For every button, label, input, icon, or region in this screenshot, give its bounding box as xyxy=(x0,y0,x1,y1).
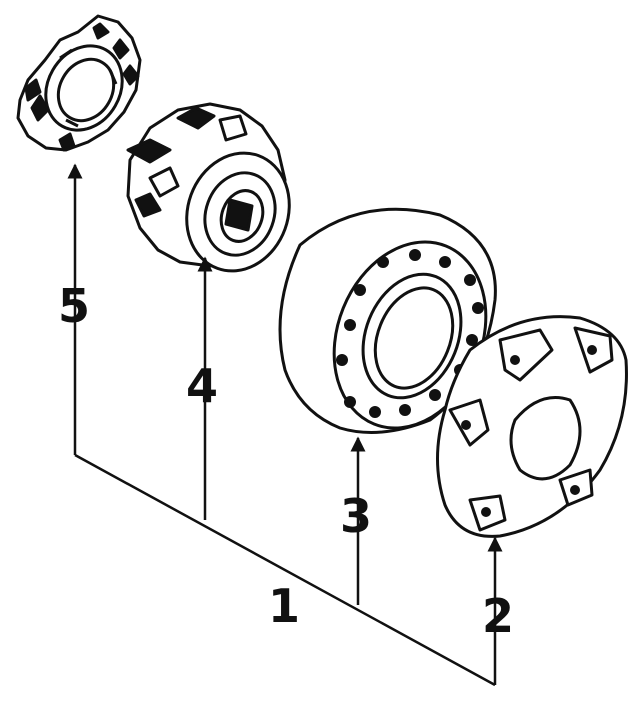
callout-2: 2 xyxy=(482,589,514,643)
leader-lines xyxy=(67,163,503,687)
rim-bolt-holes xyxy=(336,249,484,418)
hub-bearing-icon xyxy=(126,102,291,273)
lock-nut-icon xyxy=(16,14,142,152)
callout-5: 5 xyxy=(58,279,90,333)
callout-3: 3 xyxy=(340,489,372,543)
callout-4: 4 xyxy=(186,359,218,413)
wheel-rim-icon xyxy=(278,207,497,434)
center-cap-icon xyxy=(436,315,628,538)
callout-1: 1 xyxy=(268,579,300,633)
